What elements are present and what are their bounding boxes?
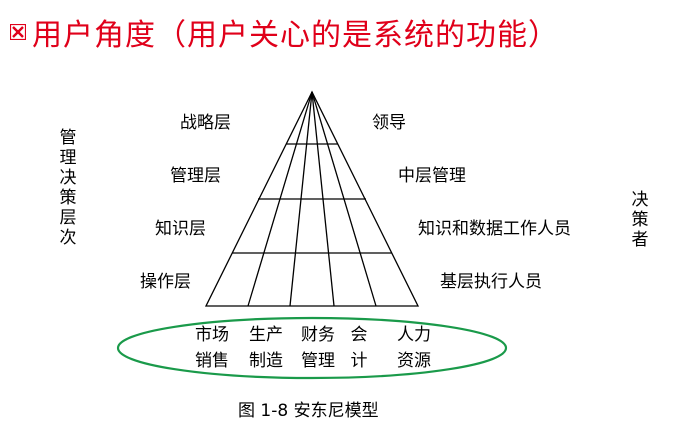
management-levels-label: 管理决策层次: [59, 128, 77, 248]
layer-label-operational: 操作层: [140, 272, 191, 292]
figure-caption: 图 1-8 安东尼模型: [238, 401, 379, 421]
functions-ellipse: [116, 316, 508, 380]
function-bottom: 计: [350, 351, 368, 371]
x-box-bullet-icon: [10, 24, 26, 40]
pyramid-ray: [289, 91, 313, 307]
layer-label-strategic: 战略层: [180, 113, 231, 133]
layer-label-knowledge: 知识层: [155, 219, 206, 239]
actor-label-frontline-staff: 基层执行人员: [440, 272, 542, 292]
layer-label-management: 管理层: [170, 166, 221, 186]
function-bottom: 制造: [249, 351, 283, 371]
pyramid-ray: [247, 91, 313, 307]
function-bottom: 资源: [397, 351, 431, 371]
function-top: 人力: [397, 325, 431, 345]
function-top: 会: [350, 325, 368, 345]
function-top: 市场: [195, 325, 229, 345]
pyramid-ray: [311, 91, 335, 307]
actor-label-leaders: 领导: [372, 113, 406, 133]
function-finance: 财务 管理: [294, 322, 342, 374]
function-marketing-sales: 市场 销售: [188, 322, 236, 374]
pyramid-ray: [311, 91, 377, 307]
actor-label-knowledge-workers: 知识和数据工作人员: [418, 219, 571, 239]
function-bottom: 销售: [195, 351, 229, 371]
slide-title: 用户角度（用户关心的是系统的功能）: [32, 18, 559, 53]
function-accounting: 会 计: [346, 322, 372, 374]
function-top: 财务: [301, 325, 335, 345]
function-top: 生产: [249, 325, 283, 345]
decision-makers-label: 决策者: [631, 190, 649, 250]
function-production: 生产 制造: [242, 322, 290, 374]
actor-label-middle-management: 中层管理: [398, 166, 466, 186]
function-bottom: 管理: [301, 351, 335, 371]
function-human-resources: 人力 资源: [390, 322, 438, 374]
slide-header: 用户角度（用户关心的是系统的功能）: [10, 12, 559, 53]
